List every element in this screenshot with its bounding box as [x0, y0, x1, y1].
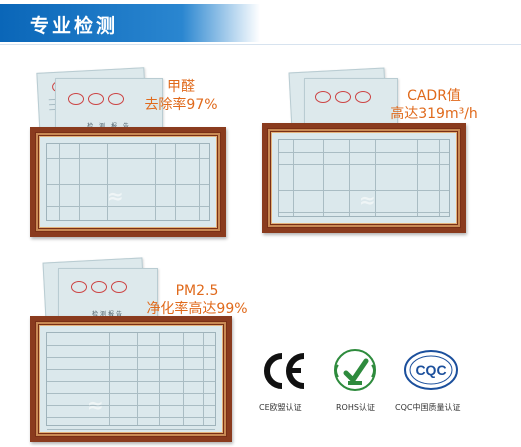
cadr-caption: CADR值 高达319m³/h	[384, 87, 484, 123]
watermark: ≈	[87, 393, 105, 417]
ce-mark-icon	[262, 350, 308, 392]
formaldehyde-report-table: ≈	[46, 143, 210, 221]
header-divider	[0, 44, 521, 45]
formaldehyde-report-frame: ≈	[30, 127, 226, 237]
pm25-caption-line1: PM2.5	[175, 283, 219, 299]
pm25-caption-line2: 净化率高达99%	[146, 301, 248, 317]
rohs-cert-label: ROHS认证	[336, 403, 375, 412]
report-title: 检 测 报 告	[56, 121, 162, 130]
report-title: 检测报告	[91, 311, 124, 318]
page-title: 专业检测	[30, 15, 119, 37]
formaldehyde-caption: 甲醛 去除率97%	[136, 78, 226, 114]
section-header: 专业检测	[0, 4, 260, 42]
watermark: ≈	[107, 184, 125, 208]
svg-text:CQC: CQC	[415, 362, 446, 378]
watermark: ≈	[359, 188, 377, 212]
cadr-caption-line1: CADR值	[407, 88, 461, 104]
pm25-report-frame: ≈	[30, 316, 232, 442]
cadr-report-table: ≈	[278, 139, 450, 217]
cadr-report-frame: ≈	[262, 123, 466, 233]
cqc-cert-label: CQC中国质量认证	[395, 403, 461, 412]
cqc-mark-icon: CQC	[402, 348, 460, 392]
ce-cert-label: CE欧盟认证	[259, 403, 302, 412]
rohs-mark-icon	[330, 347, 380, 393]
pm25-caption: PM2.5 净化率高达99%	[142, 282, 252, 318]
cadr-caption-line2: 高达319m³/h	[390, 106, 478, 122]
formaldehyde-caption-line2: 去除率97%	[144, 97, 218, 113]
pm25-report-table: ≈	[46, 332, 216, 430]
formaldehyde-caption-line1: 甲醛	[167, 79, 195, 95]
pm25-sheet-front: 检测报告	[58, 268, 158, 324]
